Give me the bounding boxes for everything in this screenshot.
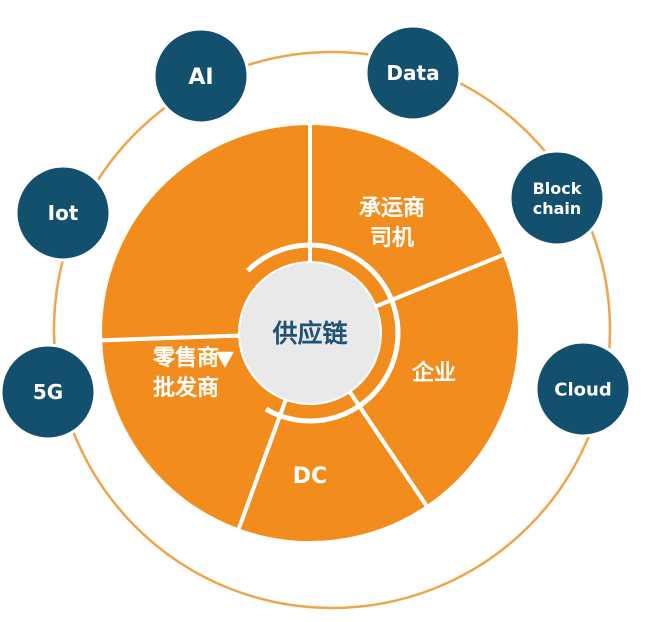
tech-node-circle [0,343,97,441]
rotation-arrow-arc [246,242,401,424]
center-hub: 供应链 [215,242,401,424]
tech-node-circle [508,149,606,247]
tech-node-circle [364,24,462,122]
segment-label-retail: 批发商 [153,375,219,401]
segment-label-dc: DC [293,464,327,489]
tech-node-circle [152,27,250,125]
tech-label-cloud: Cloud [554,379,611,400]
tech-label-ai: AI [188,65,213,90]
center-label: 供应链 [271,319,347,348]
tech-label-blockchain: chain [533,199,582,218]
segment-label-enterprise: 企业 [411,360,456,386]
tech-label-blockchain: Block [533,179,582,198]
tech-node-ai: AI [152,27,250,125]
segment-label-carrier: 承运商 [359,195,425,221]
tech-node-circle [534,340,632,438]
tech-node-cloud: Cloud [534,340,632,438]
tech-label-iot: Iot [48,201,79,225]
tech-node-data: Data [364,24,462,122]
tech-node-5g: 5G [0,343,97,441]
tech-label-5g: 5G [33,380,63,404]
segment-label-retail: 零售商 [152,345,219,371]
outer-ring [52,50,612,610]
tech-node-iot: Iot [14,164,112,262]
rotation-arrowhead [215,351,234,368]
center-circle [240,263,380,403]
tech-node-circle [14,164,112,262]
segment-label-carrier: 司机 [370,226,414,251]
tech-label-data: Data [386,61,439,85]
